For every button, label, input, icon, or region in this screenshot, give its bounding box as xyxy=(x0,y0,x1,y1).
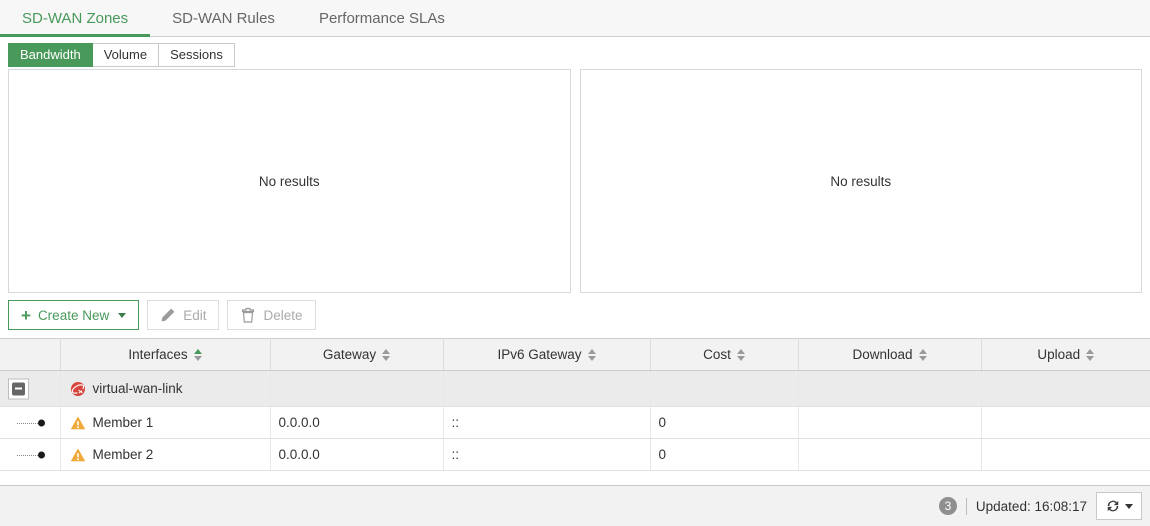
sdwan-members-table: Interfaces Gateway IPv6 Gateway Cost xyxy=(0,338,1150,471)
zone-download xyxy=(799,381,807,396)
table-row-member-2[interactable]: Member 2 0.0.0.0 :: 0 xyxy=(0,438,1150,471)
sort-icon xyxy=(382,348,391,361)
tree-line xyxy=(17,454,38,456)
refresh-icon xyxy=(1107,500,1118,512)
table-row-zone[interactable]: virtual-wan-link xyxy=(0,370,1150,407)
zone-gateway xyxy=(271,381,279,396)
upload-header-label: Upload xyxy=(1037,347,1081,362)
sort-icon xyxy=(193,348,202,361)
plus-icon: + xyxy=(21,305,31,325)
metric-subtabs: Bandwidth Volume Sessions xyxy=(8,43,1150,67)
create-new-button[interactable]: + Create New xyxy=(8,300,140,330)
no-results-text-right: No results xyxy=(830,173,892,189)
chevron-down-icon xyxy=(118,312,127,318)
cost-header-label: Cost xyxy=(703,347,731,362)
pencil-icon xyxy=(161,308,175,322)
column-header-upload[interactable]: Upload xyxy=(981,338,1150,371)
member-download xyxy=(799,415,807,430)
refresh-button[interactable] xyxy=(1096,492,1142,520)
tab-sdwan-rules[interactable]: SD-WAN Rules xyxy=(172,9,275,27)
tab-performance-slas[interactable]: Performance SLAs xyxy=(318,9,445,27)
zone-upload xyxy=(982,381,990,396)
zone-cost xyxy=(651,381,659,396)
sort-icon xyxy=(736,348,745,361)
subtab-sessions[interactable]: Sessions xyxy=(158,43,235,67)
ipv6-gateway-header-label: IPv6 Gateway xyxy=(497,347,582,362)
edit-button[interactable]: Edit xyxy=(147,300,220,330)
member-upload xyxy=(982,447,990,462)
delete-button[interactable]: Delete xyxy=(227,300,316,330)
no-results-text-left: No results xyxy=(258,173,320,189)
edit-label: Edit xyxy=(183,307,207,323)
member-download xyxy=(799,447,807,462)
tree-line xyxy=(17,422,38,424)
interfaces-header-label: Interfaces xyxy=(128,347,188,362)
trash-icon xyxy=(242,307,255,323)
member-gateway: 0.0.0.0 xyxy=(278,447,320,462)
member-name: Member 1 xyxy=(92,415,154,430)
subtab-bandwidth[interactable]: Bandwidth xyxy=(8,43,93,67)
tree-bullet-icon xyxy=(38,419,45,426)
header-expander-column xyxy=(0,338,61,371)
gateway-header-label: Gateway xyxy=(322,347,377,362)
sort-icon xyxy=(1086,348,1095,361)
column-header-gateway[interactable]: Gateway xyxy=(270,338,444,371)
tree-bullet-icon xyxy=(38,451,45,458)
row-count-badge: 3 xyxy=(938,497,957,515)
chart-panel-left: No results xyxy=(8,69,571,293)
table-toolbar: + Create New Edit Delete xyxy=(8,300,1142,330)
warning-icon xyxy=(70,415,85,429)
column-header-download[interactable]: Download xyxy=(798,338,982,371)
table-row-member-1[interactable]: Member 1 0.0.0.0 :: 0 xyxy=(0,406,1150,439)
column-header-ipv6-gateway[interactable]: IPv6 Gateway xyxy=(443,338,651,371)
member-gateway: 0.0.0.0 xyxy=(278,415,320,430)
sort-icon xyxy=(587,348,596,361)
member-name: Member 2 xyxy=(92,447,154,462)
minus-icon xyxy=(12,382,25,395)
chart-panel-right: No results xyxy=(579,69,1142,293)
chart-panels: No results No results xyxy=(8,69,1142,293)
column-header-cost[interactable]: Cost xyxy=(650,338,799,371)
zone-ipv6-gateway xyxy=(444,381,452,396)
tab-sdwan-zones[interactable]: SD-WAN Zones xyxy=(0,0,151,37)
zone-name: virtual-wan-link xyxy=(92,381,183,396)
table-header-row: Interfaces Gateway IPv6 Gateway Cost xyxy=(0,338,1150,371)
updated-timestamp: Updated: 16:08:17 xyxy=(975,498,1087,514)
top-tab-bar: SD-WAN Zones SD-WAN Rules Performance SL… xyxy=(0,0,1150,37)
sdwan-zone-icon xyxy=(70,381,85,396)
collapse-toggle[interactable] xyxy=(8,378,29,399)
member-cost: 0 xyxy=(658,447,667,462)
member-ipv6-gateway: :: xyxy=(451,415,460,430)
sort-icon xyxy=(918,348,927,361)
warning-icon xyxy=(70,447,85,461)
column-header-interfaces[interactable]: Interfaces xyxy=(60,338,271,371)
member-upload xyxy=(982,415,990,430)
create-new-label: Create New xyxy=(37,307,110,323)
status-bar: 3 Updated: 16:08:17 xyxy=(0,485,1150,526)
subtab-volume[interactable]: Volume xyxy=(91,43,160,67)
chevron-down-icon xyxy=(1124,503,1133,509)
member-ipv6-gateway: :: xyxy=(451,447,460,462)
download-header-label: Download xyxy=(852,347,913,362)
member-cost: 0 xyxy=(658,415,667,430)
divider xyxy=(965,497,967,515)
delete-label: Delete xyxy=(263,307,303,323)
